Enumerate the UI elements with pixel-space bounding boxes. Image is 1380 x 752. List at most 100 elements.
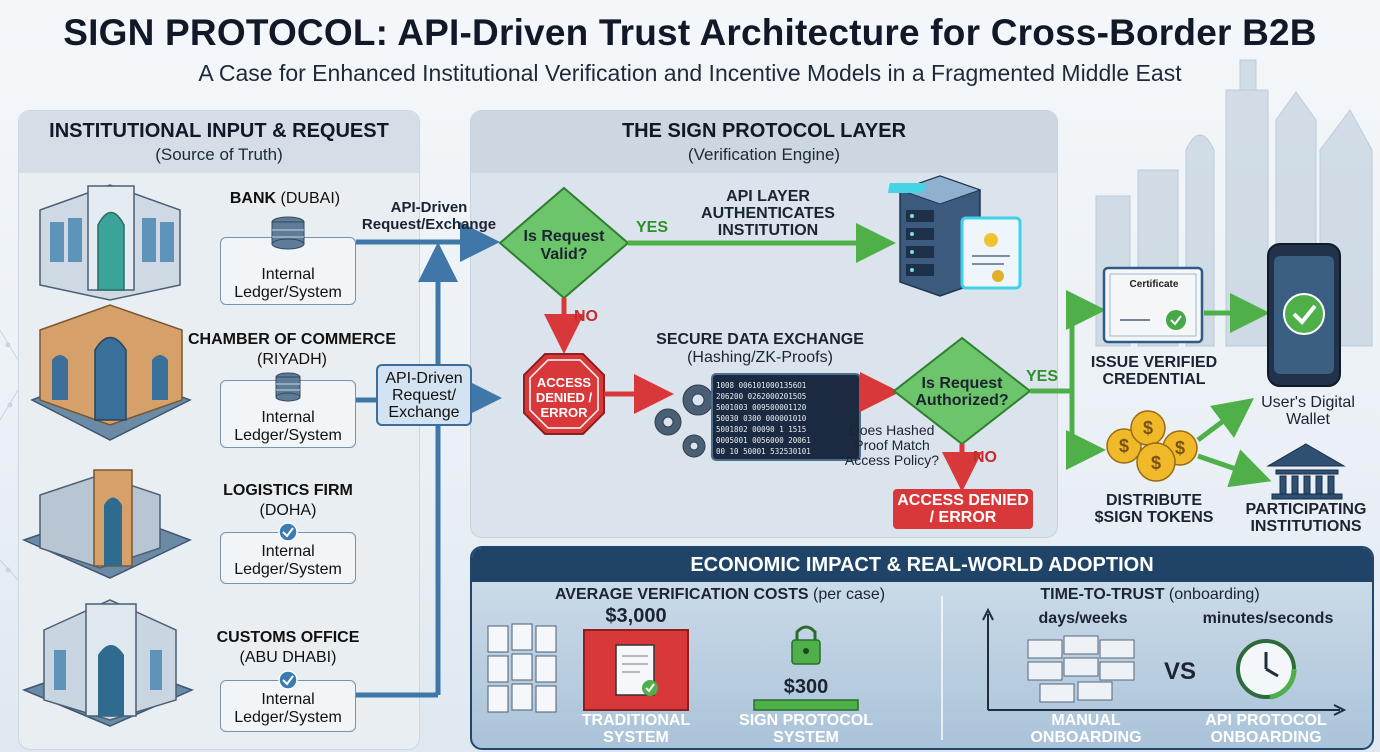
svg-text:$: $ bbox=[1175, 438, 1185, 458]
wallet-line1: User's Digital bbox=[1261, 394, 1355, 411]
request-connectors bbox=[356, 222, 502, 698]
api-label-line2: ONBOARDING bbox=[1210, 729, 1322, 746]
document-stack-icon bbox=[487, 623, 557, 713]
database-icon bbox=[275, 372, 301, 402]
denied-box-line1: ACCESS DENIED bbox=[897, 492, 1029, 509]
cost-title-rest: (per case) bbox=[808, 586, 886, 603]
sign-label-line1: SIGN PROTOCOL bbox=[739, 712, 873, 729]
certificate-icon bbox=[1102, 266, 1204, 344]
ledger-line1: Internal bbox=[261, 543, 315, 560]
clock-icon bbox=[1236, 639, 1297, 700]
manual-label-line2: ONBOARDING bbox=[1030, 729, 1142, 746]
wallet-line2: Wallet bbox=[1286, 411, 1330, 428]
institution-customs-name: CUSTOMS OFFICE bbox=[216, 629, 360, 646]
cost-title-bold: AVERAGE VERIFICATION COSTS bbox=[554, 586, 809, 603]
sign-cost-bar bbox=[753, 699, 859, 711]
svg-text:$: $ bbox=[1151, 453, 1161, 473]
wallet-text: User's Digital Wallet bbox=[1248, 394, 1368, 428]
no-label-valid: NO bbox=[574, 308, 598, 325]
bank-building-icon bbox=[39, 184, 181, 301]
input-panel-header: INSTITUTIONAL INPUT & REQUEST (Source of… bbox=[19, 111, 419, 173]
ledger-line2: Ledger/System bbox=[234, 709, 342, 726]
institution-bank-location: (DUBAI) bbox=[280, 190, 341, 207]
policy-question-text: Does Hashed Proof Match Access Policy? bbox=[836, 423, 948, 468]
stop-sign-icon bbox=[523, 353, 605, 435]
traditional-label-line1: TRADITIONAL bbox=[581, 712, 691, 729]
policy-q-line2: Proof Match bbox=[854, 437, 930, 453]
api-label-line1: API PROTOCOL bbox=[1205, 712, 1327, 729]
api-driven-top-label: API-Driven Request/Exchange bbox=[358, 199, 500, 233]
yes-label-valid: YES bbox=[635, 219, 668, 236]
stop-sign-line1: ACCESS bbox=[536, 375, 592, 390]
api-layer-text: API LAYER AUTHENTICATES INSTITUTION bbox=[690, 188, 846, 239]
decision-valid-line2: Valid? bbox=[540, 246, 588, 263]
no-label-authorized: NO bbox=[973, 449, 997, 466]
decision-auth-line2: Authorized? bbox=[915, 392, 1009, 409]
institution-bank-label: BANK (DUBAI) bbox=[190, 190, 380, 208]
manual-label-line1: MANUAL bbox=[1051, 712, 1121, 729]
check-circle-icon bbox=[278, 522, 298, 542]
hash-data-screen bbox=[711, 373, 861, 461]
distribute-line2: $SIGN TOKENS bbox=[1094, 509, 1214, 526]
api-layer-line1: API LAYER bbox=[726, 188, 810, 205]
time-axes bbox=[982, 607, 1347, 716]
hash-line: 1008 0061010001356O1 bbox=[716, 381, 807, 390]
participating-line1: PARTICIPATING bbox=[1245, 501, 1367, 518]
protocol-panel-header: THE SIGN PROTOCOL LAYER (Verification En… bbox=[471, 111, 1057, 173]
institution-logistics-name: LOGISTICS FIRM bbox=[223, 482, 353, 499]
api-top-line2: Request/Exchange bbox=[361, 216, 497, 233]
secure-exchange-sub: (Hashing/ZK-Proofs) bbox=[687, 349, 833, 366]
vs-label: VS bbox=[1163, 658, 1196, 685]
api-box-line3: Exchange bbox=[388, 404, 460, 421]
document-check-icon bbox=[615, 644, 658, 696]
gears-icon bbox=[654, 384, 714, 458]
lock-icon bbox=[791, 625, 821, 665]
api-layer-line2: AUTHENTICATES bbox=[701, 205, 835, 222]
main-title: SIGN PROTOCOL: API-Driven Trust Architec… bbox=[63, 12, 1317, 53]
access-denied-box: ACCESS DENIED / ERROR bbox=[893, 489, 1033, 529]
distribute-line1: DISTRIBUTE bbox=[1106, 492, 1202, 509]
svg-text:$: $ bbox=[1143, 418, 1153, 438]
sign-token-coins-icon bbox=[1106, 410, 1198, 482]
database-icon bbox=[271, 216, 305, 250]
participating-text: PARTICIPATING INSTITUTIONS bbox=[1240, 501, 1372, 535]
ledger-line1: Internal bbox=[261, 266, 315, 283]
api-driven-box: API-Driven Request/ Exchange bbox=[376, 364, 472, 426]
institution-chamber-name: CHAMBER OF COMMERCE bbox=[188, 331, 396, 348]
input-panel-title: INSTITUTIONAL INPUT & REQUEST bbox=[49, 120, 389, 142]
decision-valid-text: Is Request Valid? bbox=[508, 228, 620, 264]
protocol-panel-title: THE SIGN PROTOCOL LAYER bbox=[621, 120, 907, 142]
stop-sign-line3: ERROR bbox=[540, 405, 588, 420]
institution-bank-name: BANK bbox=[229, 190, 277, 207]
secure-exchange-title: SECURE DATA EXCHANGE bbox=[656, 331, 864, 348]
sign-system-label: SIGN PROTOCOL SYSTEM bbox=[728, 712, 884, 746]
denied-box-line2: / ERROR bbox=[929, 509, 997, 526]
phone-wallet-icon bbox=[1267, 243, 1341, 387]
server-rack-icon bbox=[887, 175, 982, 297]
hash-line: 50030 0300 000001010 bbox=[716, 414, 807, 423]
cost-section-title: AVERAGE VERIFICATION COSTS (per case) bbox=[540, 586, 900, 604]
customs-building-icon bbox=[21, 599, 195, 727]
chamber-building-icon bbox=[30, 304, 192, 441]
policy-q-line3: Access Policy? bbox=[844, 452, 940, 468]
api-top-line1: API-Driven bbox=[390, 199, 468, 216]
yes-branch-arrows bbox=[1030, 290, 1272, 488]
ledger-line1: Internal bbox=[261, 409, 315, 426]
manual-time-label: days/weeks bbox=[1038, 610, 1128, 627]
ledger-line2: Ledger/System bbox=[234, 284, 342, 301]
sign-cost-value: $300 bbox=[783, 676, 829, 698]
check-circle-icon bbox=[278, 670, 298, 690]
distribute-text: DISTRIBUTE $SIGN TOKENS bbox=[1084, 492, 1224, 526]
traditional-label-line2: SYSTEM bbox=[603, 729, 669, 746]
stop-sign-text: ACCESS DENIED / ERROR bbox=[524, 375, 604, 420]
time-section-title: TIME-TO-TRUST (onboarding) bbox=[1020, 586, 1280, 604]
api-time-label: minutes/seconds bbox=[1202, 610, 1334, 627]
time-title-rest: (onboarding) bbox=[1164, 586, 1260, 603]
issue-line2: CREDENTIAL bbox=[1102, 371, 1206, 388]
secure-exchange-text: SECURE DATA EXCHANGE (Hashing/ZK-Proofs) bbox=[640, 331, 880, 367]
yes-label-authorized: YES bbox=[1025, 368, 1058, 385]
protocol-panel-subtitle: (Verification Engine) bbox=[687, 145, 841, 164]
